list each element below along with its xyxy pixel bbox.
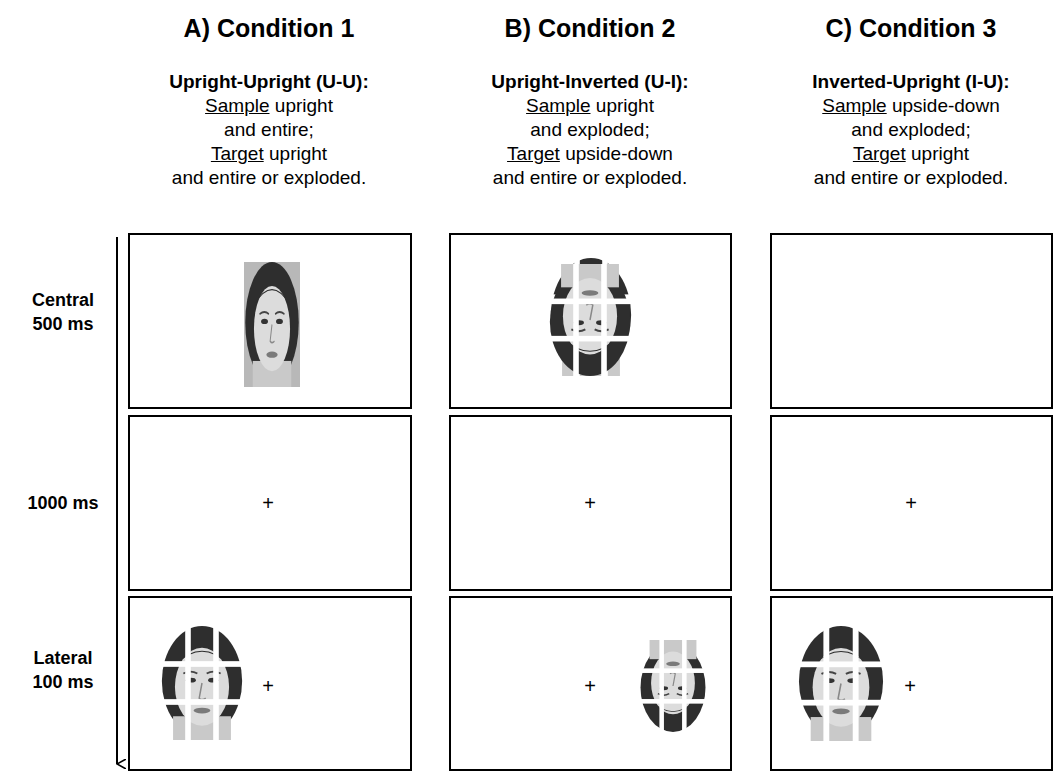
fixation-cross: + — [580, 676, 600, 696]
phase-word: Sample — [822, 95, 886, 116]
header-line: Sample upside-down — [751, 94, 1056, 118]
header-line: Sample upright — [109, 94, 429, 118]
header-line: Targetupright — [109, 142, 429, 166]
condition-text: upright — [275, 95, 333, 116]
header-line: Targetupright — [751, 142, 1056, 166]
time-label: Lateral 100 ms — [20, 646, 106, 694]
header-line: and exploded; — [430, 118, 750, 142]
condition-text: C) Condition 3 — [826, 14, 997, 42]
condition-text: and entire or exploded. — [172, 167, 366, 188]
header-line: Sample upright — [430, 94, 750, 118]
phase-word: Sample — [526, 95, 590, 116]
condition-text: B) Condition 2 — [505, 14, 676, 42]
header-line: Upright-Inverted (U-I): — [430, 70, 750, 94]
header-line: and entire or exploded. — [430, 166, 750, 190]
condition-text: Upright-Inverted (U-I): — [491, 71, 688, 92]
header-line: C) Condition 3 — [751, 12, 1056, 44]
time-label: Central 500 ms — [20, 288, 106, 336]
header-line: Inverted-Upright (I-U): — [751, 70, 1056, 94]
condition-text: upright — [269, 143, 327, 164]
fixation-cross: + — [900, 676, 920, 696]
header-line: A) Condition 1 — [109, 12, 429, 44]
condition-text: upright — [596, 95, 654, 116]
header-line: Upright-Upright (U-U): — [109, 70, 429, 94]
header-line: and exploded; — [751, 118, 1056, 142]
fixation-cross: + — [258, 493, 278, 513]
condition-text: and entire or exploded. — [493, 167, 687, 188]
condition-text: and exploded; — [530, 119, 649, 140]
header-line: and entire; — [109, 118, 429, 142]
phase-word: Sample — [205, 95, 269, 116]
phase-word: Target — [507, 143, 560, 164]
condition-text: A) Condition 1 — [184, 14, 355, 42]
condition-text: Upright-Upright (U-U): — [169, 71, 368, 92]
header-line: B) Condition 2 — [430, 12, 750, 44]
condition-text: and entire; — [224, 119, 314, 140]
time-label: 1000 ms — [20, 491, 106, 515]
condition-text: upright — [911, 143, 969, 164]
phase-word: Target — [853, 143, 906, 164]
header-line: and entire or exploded. — [751, 166, 1056, 190]
fixation-cross: + — [580, 493, 600, 513]
phase-word: Target — [211, 143, 264, 164]
header-line: and entire or exploded. — [109, 166, 429, 190]
condition-text: and entire or exploded. — [814, 167, 1008, 188]
header-line: Targetupside-down — [430, 142, 750, 166]
condition-text: and exploded; — [851, 119, 970, 140]
condition-text: Inverted-Upright (I-U): — [812, 71, 1009, 92]
fixation-cross: + — [258, 676, 278, 696]
fixation-cross: + — [901, 493, 921, 513]
condition-text: upside-down — [565, 143, 673, 164]
condition-text: upside-down — [892, 95, 1000, 116]
